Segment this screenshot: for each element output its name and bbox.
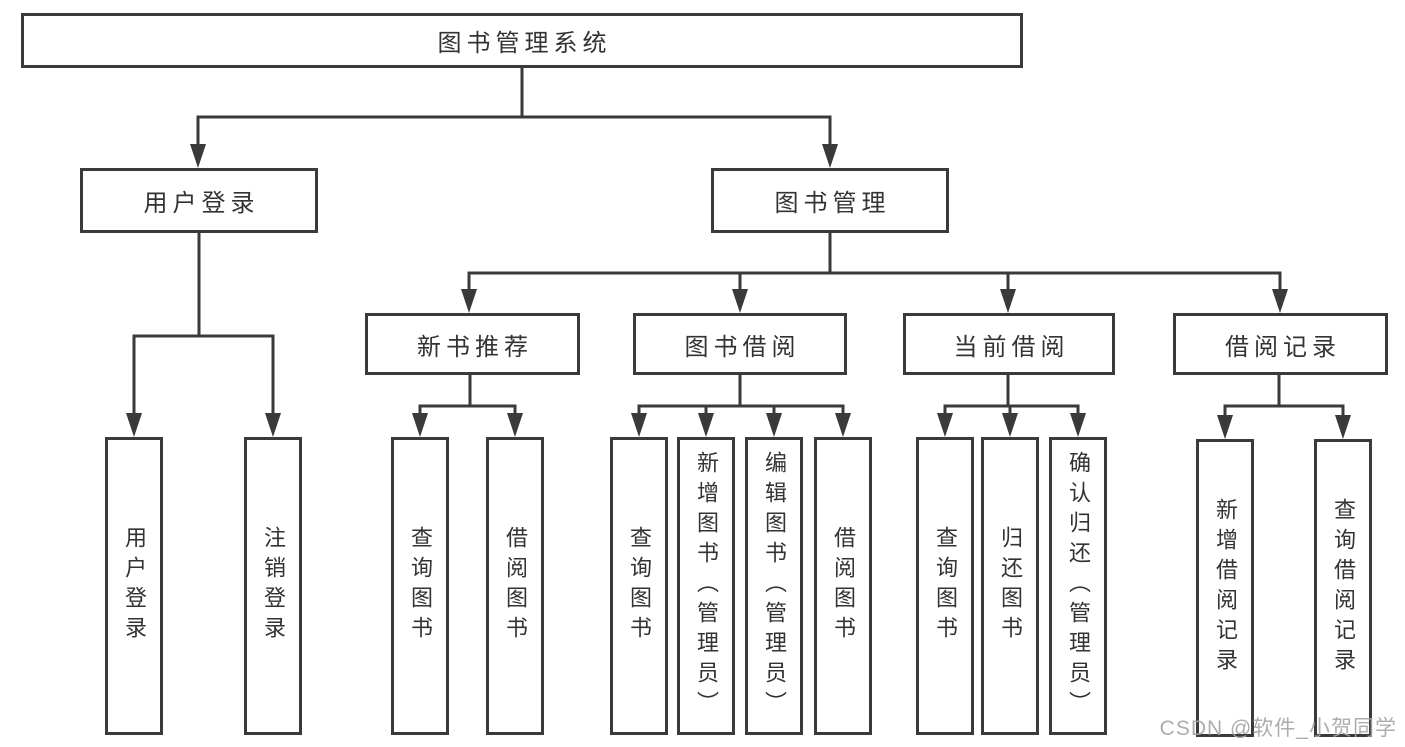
- node-book-management: 图书管理: [711, 168, 949, 233]
- node-borrowing-records: 借阅记录: [1173, 313, 1388, 375]
- node-book-borrowing: 图书借阅: [633, 313, 847, 375]
- leaf-query-books-borrowing: 查询图书: [610, 437, 668, 735]
- leaf-logout: 注销登录: [244, 437, 302, 735]
- leaf-borrow-books: 借阅图书: [814, 437, 872, 735]
- leaf-borrow-books-recommend: 借阅图书: [486, 437, 544, 735]
- csdn-watermark: CSDN @软件_小贺同学: [1159, 717, 1397, 740]
- leaf-user-login: 用户登录: [105, 437, 163, 735]
- leaf-query-borrow-record: 查询借阅记录: [1314, 439, 1372, 737]
- leaf-confirm-return-admin: 确认归还（管理员）: [1049, 437, 1107, 735]
- leaf-return-books: 归还图书: [981, 437, 1039, 735]
- node-library-management-system: 图书管理系统: [21, 13, 1023, 68]
- leaf-add-borrow-record: 新增借阅记录: [1196, 439, 1254, 737]
- node-user-login: 用户登录: [80, 168, 318, 233]
- node-new-book-recommendation: 新书推荐: [365, 313, 580, 375]
- node-current-borrowing: 当前借阅: [903, 313, 1115, 375]
- leaf-edit-books-admin: 编辑图书（管理员）: [745, 437, 803, 735]
- leaf-add-books-admin: 新增图书（管理员）: [677, 437, 735, 735]
- leaf-query-books-current: 查询图书: [916, 437, 974, 735]
- leaf-query-books-recommend: 查询图书: [391, 437, 449, 735]
